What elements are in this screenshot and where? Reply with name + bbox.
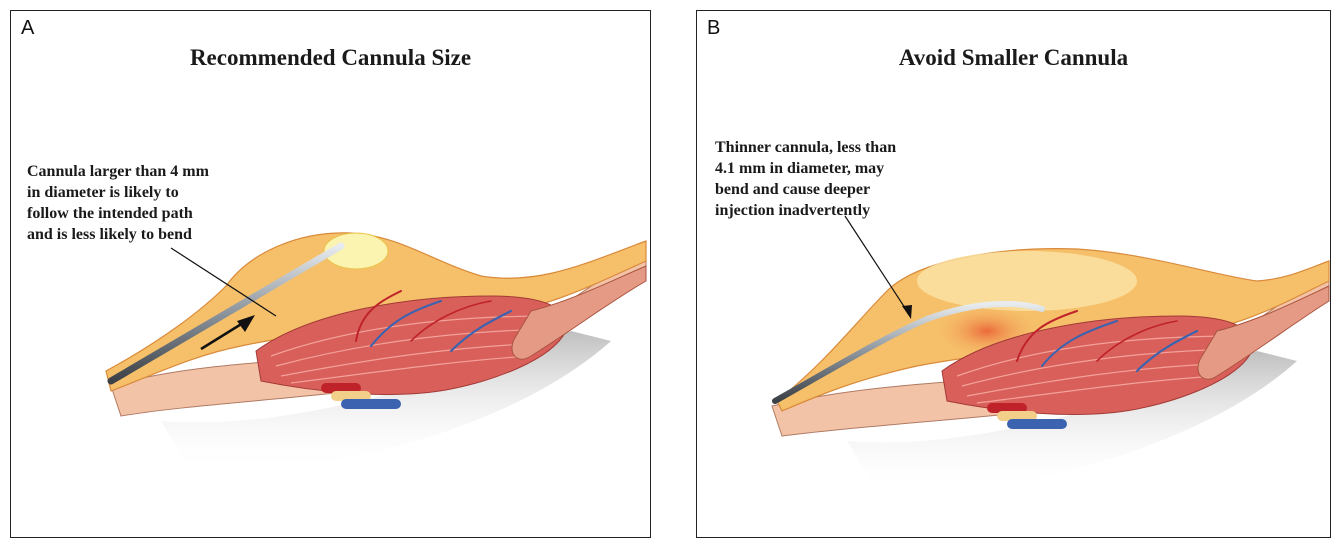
panel-letter: B — [707, 17, 720, 40]
panel-title: Avoid Smaller Cannula — [697, 45, 1330, 71]
panel-a: A Recommended Cannula Size Cannula large… — [10, 10, 651, 538]
caption-text: Thinner cannula, less than 4.1 mm in dia… — [715, 137, 896, 221]
illustration-recommended — [11, 11, 651, 538]
filler-spread — [917, 251, 1137, 311]
panel-b: B Avoid Smaller Cannula Thinner cannula,… — [696, 10, 1331, 538]
caption-pointer — [845, 216, 907, 311]
panel-title: Recommended Cannula Size — [11, 45, 650, 71]
panel-letter: A — [21, 17, 34, 40]
illustration-avoid — [697, 11, 1331, 538]
caption-text: Cannula larger than 4 mm in diameter is … — [27, 161, 209, 245]
